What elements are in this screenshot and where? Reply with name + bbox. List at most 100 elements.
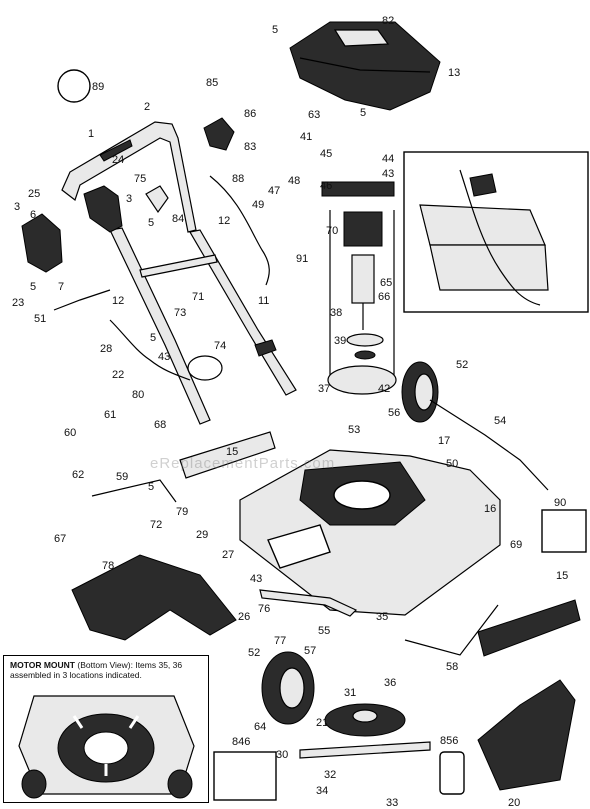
callout-34: 34: [316, 785, 328, 797]
motor-mount-subtitle: (Bottom View): Items 35, 36 assembled in…: [10, 660, 183, 680]
callout-5: 5: [30, 281, 36, 293]
motor-mount-caption: MOTOR MOUNT (Bottom View): Items 35, 36 …: [10, 660, 206, 680]
callout-15: 15: [226, 446, 238, 458]
callout-74: 74: [214, 340, 226, 352]
callout-82: 82: [382, 15, 394, 27]
rear-guard-part-15b: [477, 599, 581, 657]
callout-85: 85: [206, 77, 218, 89]
blade-guard-part-15: [179, 431, 276, 479]
callout-26: 26: [238, 611, 250, 623]
cord-part-28: [109, 319, 191, 381]
side-chute-part-20: [477, 679, 576, 791]
callout-1: 1: [88, 128, 94, 140]
linkage-part-58: [404, 604, 499, 656]
callout-5: 5: [150, 332, 156, 344]
callout-61: 61: [104, 409, 116, 421]
callout-42: 42: [378, 383, 390, 395]
callout-47: 47: [268, 185, 280, 197]
callout-36: 36: [384, 677, 396, 689]
callout-72: 72: [150, 519, 162, 531]
callout-68: 68: [154, 419, 166, 431]
callout-41: 41: [300, 131, 312, 143]
motor-mount-bottom-view: [18, 695, 195, 799]
callout-22: 22: [112, 369, 124, 381]
callout-54: 54: [494, 415, 506, 427]
callout-48: 48: [288, 175, 300, 187]
callout-70: 70: [326, 225, 338, 237]
callout-17: 17: [438, 435, 450, 447]
callout-21: 21: [316, 717, 328, 729]
callout-91: 91: [296, 253, 308, 265]
callout-13: 13: [448, 67, 460, 79]
callout-83: 83: [244, 141, 256, 153]
callout-43: 43: [158, 351, 170, 363]
callout-76: 76: [258, 603, 270, 615]
callout-46: 46: [320, 180, 332, 192]
kit-part-846: [213, 751, 277, 801]
callout-28: 28: [100, 343, 112, 355]
callout-90: 90: [554, 497, 566, 509]
linkage-part-59: [91, 479, 177, 503]
motor-cover-part-82: [289, 21, 441, 111]
callout-53: 53: [348, 424, 360, 436]
callout-69: 69: [510, 539, 522, 551]
callout-846: 846: [232, 736, 250, 748]
callout-labels: 89 82 5 13 85 2 86 83 63 5 41 45 44 43 4…: [12, 15, 568, 809]
callout-38: 38: [330, 307, 342, 319]
callout-27: 27: [222, 549, 234, 561]
callout-67: 67: [54, 533, 66, 545]
callout-39: 39: [334, 335, 346, 347]
callout-63: 63: [308, 109, 320, 121]
fan-part-21: [324, 703, 406, 737]
callout-44: 44: [382, 153, 394, 165]
callout-35: 35: [376, 611, 388, 623]
callout-32: 32: [324, 769, 336, 781]
callout-89: 89: [92, 81, 104, 93]
callout-52: 52: [248, 647, 260, 659]
callout-20: 20: [508, 797, 520, 809]
decal-part-89: [57, 69, 91, 103]
callout-43: 43: [382, 168, 394, 180]
callout-86: 86: [244, 108, 256, 120]
watermark-text: eReplacementParts.com: [150, 455, 336, 472]
cable-part-88: [209, 175, 270, 286]
callout-15: 15: [556, 570, 568, 582]
bracket-part-83: [203, 117, 235, 151]
callout-856: 856: [440, 735, 458, 747]
callout-56: 56: [388, 407, 400, 419]
cord-part-51: [53, 289, 111, 311]
bracket-part-76: [259, 589, 358, 617]
callout-66: 66: [378, 291, 390, 303]
cord-loop-part-74: [187, 355, 223, 381]
motor-assembly-part-91: [321, 181, 397, 395]
callout-31: 31: [344, 687, 356, 699]
callout-37: 37: [318, 383, 330, 395]
callout-11: 11: [258, 295, 269, 307]
callout-5: 5: [272, 24, 278, 36]
switch-lever-part-75: [145, 185, 169, 214]
callout-79: 79: [176, 506, 188, 518]
callout-52: 52: [456, 359, 468, 371]
callout-12: 12: [112, 295, 124, 307]
handle-lower-part-11: [109, 227, 297, 425]
callout-51: 51: [34, 313, 46, 325]
callout-16: 16: [484, 503, 496, 515]
callout-43: 43: [250, 573, 262, 585]
kit-part-856: [439, 751, 465, 795]
callout-3: 3: [126, 193, 132, 205]
callout-23: 23: [12, 297, 24, 309]
callout-5: 5: [148, 481, 154, 493]
callout-33: 33: [386, 797, 398, 809]
decal-part-90: [541, 509, 587, 553]
motor-mount-heading: MOTOR MOUNT: [10, 660, 76, 670]
chute-part-78-26: [71, 554, 237, 641]
wheel-part-52-top: [401, 361, 439, 423]
callout-77: 77: [274, 635, 286, 647]
callout-58: 58: [446, 661, 458, 673]
wheel-part-52-bottom: [261, 651, 315, 725]
callout-59: 59: [116, 471, 128, 483]
callout-3: 3: [14, 201, 20, 213]
callout-49: 49: [252, 199, 264, 211]
callout-88: 88: [232, 173, 244, 185]
